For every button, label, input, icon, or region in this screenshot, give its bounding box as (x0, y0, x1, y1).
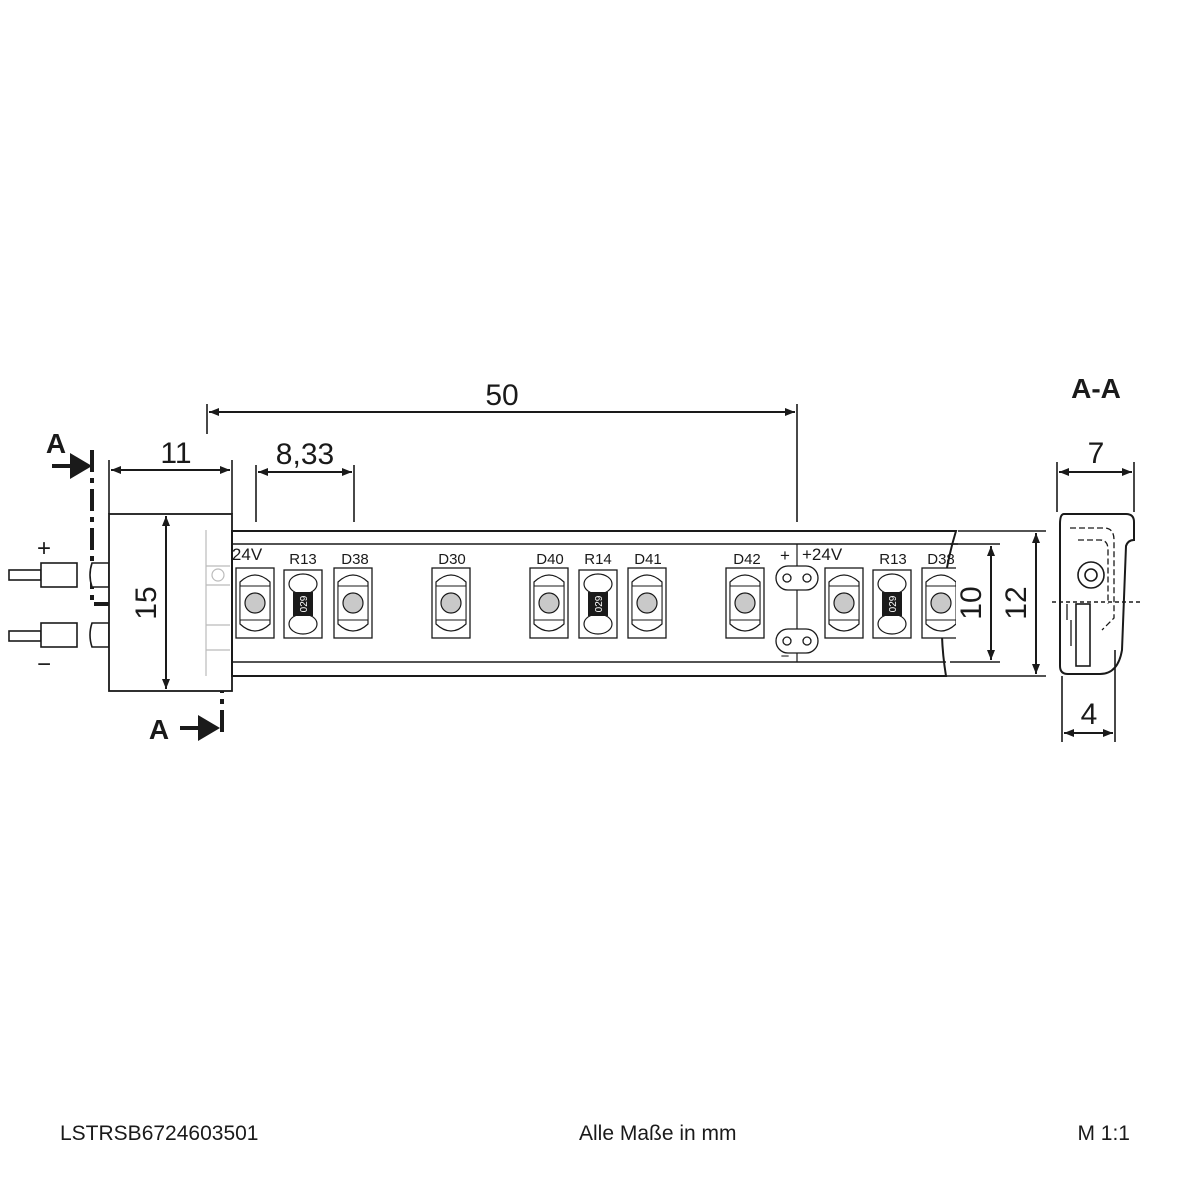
led-d38-b (921, 567, 956, 639)
led-strip: 029 029 029 (222, 530, 958, 677)
dimension-12 (946, 530, 1046, 677)
led-d41 (627, 567, 667, 639)
polarity-minus: − (37, 651, 51, 678)
label-voltage-1: +24V (222, 545, 263, 564)
label-r14: R14 (584, 551, 612, 568)
label-d40: D40 (536, 551, 564, 568)
label-pad-minus: − (781, 648, 790, 665)
dimension-10-label: 10 (955, 586, 988, 619)
led-d42 (725, 567, 765, 639)
section-marker-bottom: A (149, 714, 169, 745)
dimension-11 (108, 460, 233, 514)
connector-inner-ghost (205, 530, 230, 676)
dimension-50 (206, 404, 798, 522)
resistor-code: 029 (299, 595, 310, 612)
section-arrow-top-icon (52, 453, 92, 479)
resistor-code: 029 (594, 595, 605, 612)
label-d41: D41 (634, 551, 662, 568)
dimension-50-label: 50 (485, 379, 518, 412)
dimension-15-label: 15 (130, 586, 163, 619)
dimension-10 (950, 543, 1000, 663)
wire-plus (8, 562, 110, 588)
units-note: Alle Maße in mm (579, 1122, 737, 1145)
section-title: A-A (1071, 373, 1121, 404)
section-arrow-bottom-icon (180, 715, 220, 741)
connector-body (108, 513, 233, 692)
label-d38-b: D38 (927, 551, 955, 568)
resistor-code: 029 (888, 595, 899, 612)
dimension-7 (1056, 462, 1135, 512)
dimension-12-label: 12 (1000, 586, 1033, 619)
dimension-8-33 (255, 465, 355, 522)
resistor-r14: 029 (578, 569, 618, 639)
solder-pads (775, 565, 819, 654)
label-r13-b: R13 (879, 551, 907, 568)
led-d-first (235, 567, 275, 639)
dimension-4 (1061, 650, 1116, 742)
section-marker-top: A (46, 428, 66, 459)
wire-minus (8, 622, 110, 648)
label-pad-plus: + (780, 546, 790, 565)
led-d40 (529, 567, 569, 639)
dimension-4-label: 4 (1081, 698, 1098, 731)
section-profile (1052, 513, 1140, 675)
led-after-pad (824, 567, 864, 639)
dimension-7-label: 7 (1088, 437, 1105, 470)
dimension-11-label: 11 (160, 437, 191, 470)
scale-label: M 1:1 (1077, 1122, 1130, 1145)
resistor-r13-a: 029 (283, 569, 323, 639)
label-d42: D42 (733, 551, 761, 568)
label-d30: D30 (438, 551, 466, 568)
label-d38-a: D38 (341, 551, 369, 568)
led-d30 (431, 567, 471, 639)
dimension-8-33-label: 8,33 (276, 438, 334, 471)
article-code: LSTRSB6724603501 (60, 1122, 259, 1145)
polarity-plus: + (37, 535, 51, 562)
led-d38-a (333, 567, 373, 639)
label-voltage-2: +24V (802, 545, 843, 564)
label-r13-a: R13 (289, 551, 317, 568)
resistor-r13-b: 029 (872, 569, 912, 639)
